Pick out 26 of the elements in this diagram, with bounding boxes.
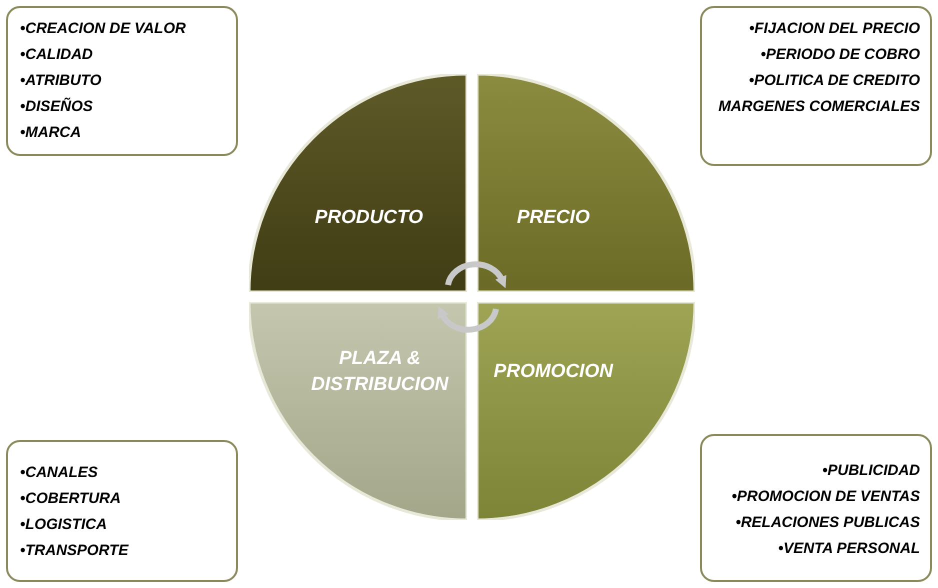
list-card: [700, 434, 932, 582]
list-card: [6, 440, 238, 582]
list-item: •MARCA: [20, 123, 82, 143]
list-card: [700, 6, 932, 166]
list-item: •POLITICA DE CREDITO: [748, 71, 920, 91]
segment-title: PLAZA & DISTRIBUCION: [311, 348, 448, 395]
list-item: •PROMOCION DE VENTAS: [732, 487, 920, 507]
list-item: •LOGISTICA: [20, 515, 107, 535]
list-item: •PERIODO DE COBRO: [760, 45, 920, 65]
list-item: •TRANSPORTE: [20, 541, 128, 561]
list-item: •CANALES: [20, 463, 98, 483]
list-item: •FIJACION DEL PRECIO: [749, 19, 920, 39]
segment-title: PRODUCTO: [314, 206, 424, 228]
list-item: •DISEÑOS: [20, 96, 93, 117]
list-item: •CREACION DE VALOR: [20, 19, 186, 39]
list-item: •CALIDAD: [20, 45, 93, 65]
segment-title: PRECIO: [516, 206, 590, 228]
list-item: •ATRIBUTO: [20, 71, 102, 91]
list-card: [6, 6, 238, 156]
list-item: •COBERTURA: [20, 489, 121, 509]
curved-arrow: [438, 306, 499, 333]
segment-title: PROMOCION: [494, 360, 613, 382]
list-item: •VENTA PERSONAL: [778, 539, 920, 559]
list-item: MARGENES COMERCIALES: [718, 97, 920, 117]
list-item: •PUBLICIDAD: [822, 461, 920, 481]
list-item: •RELACIONES PUBLICAS: [736, 513, 920, 533]
